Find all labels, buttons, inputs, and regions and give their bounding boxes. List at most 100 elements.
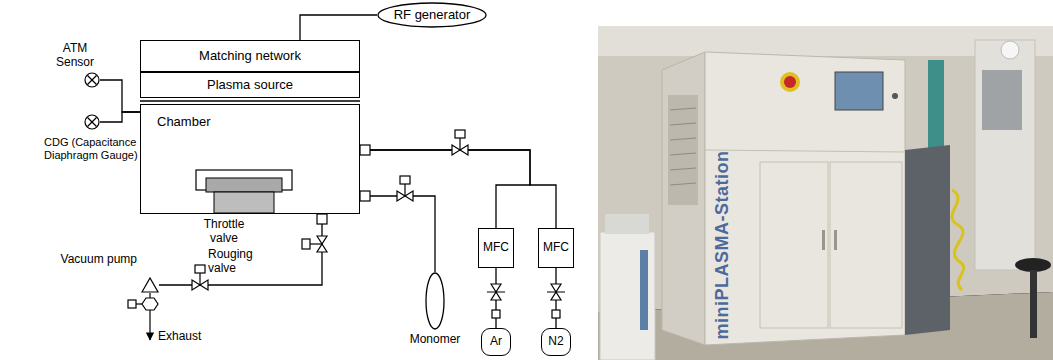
pump-symbol: Vacuum pump bbox=[141, 277, 159, 293]
node-text: Matching network bbox=[199, 49, 301, 64]
node-text: RF generator bbox=[394, 8, 471, 23]
shape-outline bbox=[141, 277, 159, 293]
emergency-button bbox=[784, 76, 796, 88]
gas-cylinder: Ar bbox=[481, 328, 511, 356]
photo-equipment bbox=[975, 40, 1035, 270]
valve-actuator bbox=[455, 130, 465, 138]
machine-lettering: miniPLASMA-Station bbox=[712, 151, 733, 340]
touch-screen bbox=[835, 72, 883, 110]
trap-stem bbox=[136, 303, 142, 304]
valve-actuator bbox=[400, 176, 410, 184]
vent-slot bbox=[670, 123, 696, 125]
substrate-plate bbox=[206, 178, 282, 192]
gauge-circle bbox=[85, 115, 99, 129]
photo-equipment-panel bbox=[982, 70, 1022, 130]
monomer-cylinder: Monomer bbox=[425, 272, 445, 330]
shape-outline bbox=[425, 272, 445, 330]
photo-stool-seat bbox=[1015, 258, 1051, 272]
node-text: MFC bbox=[483, 241, 509, 255]
part-label: Throttle valve bbox=[197, 218, 251, 246]
mfc-box: MFC bbox=[538, 228, 574, 268]
node-text: ATM Sensor bbox=[50, 42, 100, 70]
pipe-line bbox=[159, 214, 322, 285]
pump-port bbox=[317, 214, 327, 224]
valve-actuator bbox=[195, 265, 205, 273]
machine-side-panel bbox=[662, 52, 705, 345]
gauge-cross bbox=[88, 76, 97, 85]
vent-slot bbox=[670, 168, 696, 170]
machine-vent bbox=[668, 95, 698, 205]
monomer-port bbox=[360, 191, 370, 201]
regulator-symbol bbox=[552, 310, 560, 318]
mfc-box: MFC bbox=[478, 228, 514, 268]
gauge-symbol: CDG (Capacitance Diaphragm Gauge) bbox=[84, 114, 100, 130]
trap-actuator bbox=[128, 300, 136, 308]
vent-slot bbox=[670, 153, 696, 155]
ellipse-outline bbox=[378, 3, 486, 27]
pipe-line bbox=[360, 150, 556, 228]
chamber-box: Chamber bbox=[140, 104, 360, 214]
cabinet-door bbox=[760, 162, 828, 328]
process-box: Matching network bbox=[140, 40, 360, 72]
valve-handle bbox=[487, 292, 505, 293]
valve-stem bbox=[199, 273, 200, 285]
vent-slot bbox=[670, 108, 696, 110]
valve-stem bbox=[404, 184, 405, 196]
node-text: Plasma source bbox=[207, 78, 293, 93]
node-text: Monomer bbox=[410, 333, 461, 347]
vent-slot bbox=[670, 183, 696, 185]
machine-knob bbox=[892, 93, 898, 99]
exhaust-trap bbox=[142, 298, 158, 310]
pipe-line bbox=[360, 196, 435, 272]
machine-front bbox=[705, 52, 905, 345]
photo-container-lid bbox=[605, 214, 649, 234]
gauge-cross bbox=[88, 118, 97, 127]
node-text: Chamber bbox=[157, 115, 210, 130]
pipe-line bbox=[100, 80, 140, 112]
pump-triangle bbox=[142, 278, 158, 292]
photo-tube bbox=[640, 250, 648, 330]
regulator-symbol bbox=[492, 310, 500, 318]
part-label: Exhaust bbox=[158, 330, 201, 344]
gauge-circle bbox=[85, 73, 99, 87]
node-text: N2 bbox=[548, 335, 563, 349]
photo-side-unit bbox=[905, 145, 950, 335]
emergency-ring bbox=[780, 72, 800, 92]
photo-wall bbox=[598, 26, 1053, 360]
pipe-line bbox=[300, 15, 377, 40]
part-label: Rouging valve bbox=[208, 248, 258, 276]
photo-stool-leg bbox=[1030, 270, 1037, 338]
door-handle bbox=[834, 230, 837, 250]
cylinder-outline bbox=[426, 273, 444, 329]
gauge-cross bbox=[88, 76, 97, 85]
exhaust-arrow bbox=[149, 310, 150, 340]
shape-outline bbox=[84, 114, 100, 130]
chamber-lid-line bbox=[140, 100, 360, 102]
gas-cylinder: N2 bbox=[541, 328, 571, 356]
stage-block bbox=[214, 192, 274, 213]
vent-slot bbox=[670, 138, 696, 140]
gauge-cross bbox=[88, 118, 97, 127]
photo-teal-cabinet bbox=[928, 60, 944, 150]
pipe-line bbox=[360, 150, 530, 228]
photo-container bbox=[600, 232, 655, 360]
cabinet-door bbox=[830, 162, 902, 328]
door-handle bbox=[822, 230, 825, 250]
generator-ellipse: RF generator bbox=[377, 2, 487, 28]
shape-outline bbox=[84, 72, 100, 88]
valve-stem bbox=[310, 243, 322, 244]
pipe-line bbox=[100, 112, 140, 122]
gas-port bbox=[360, 145, 370, 155]
node-text: Vacuum pump bbox=[61, 253, 137, 267]
valve-actuator bbox=[302, 239, 310, 249]
valve-handle bbox=[547, 292, 565, 293]
machine-panel-seam bbox=[705, 150, 905, 152]
node-text: CDG (Capacitance Diaphragm Gauge) bbox=[44, 136, 156, 161]
node-text: MFC bbox=[543, 241, 569, 255]
exhaust-pipe bbox=[149, 293, 150, 298]
gauge-symbol: ATM Sensor bbox=[84, 72, 100, 88]
photo-coiled-cable bbox=[952, 190, 964, 290]
valve-stem bbox=[459, 138, 460, 150]
